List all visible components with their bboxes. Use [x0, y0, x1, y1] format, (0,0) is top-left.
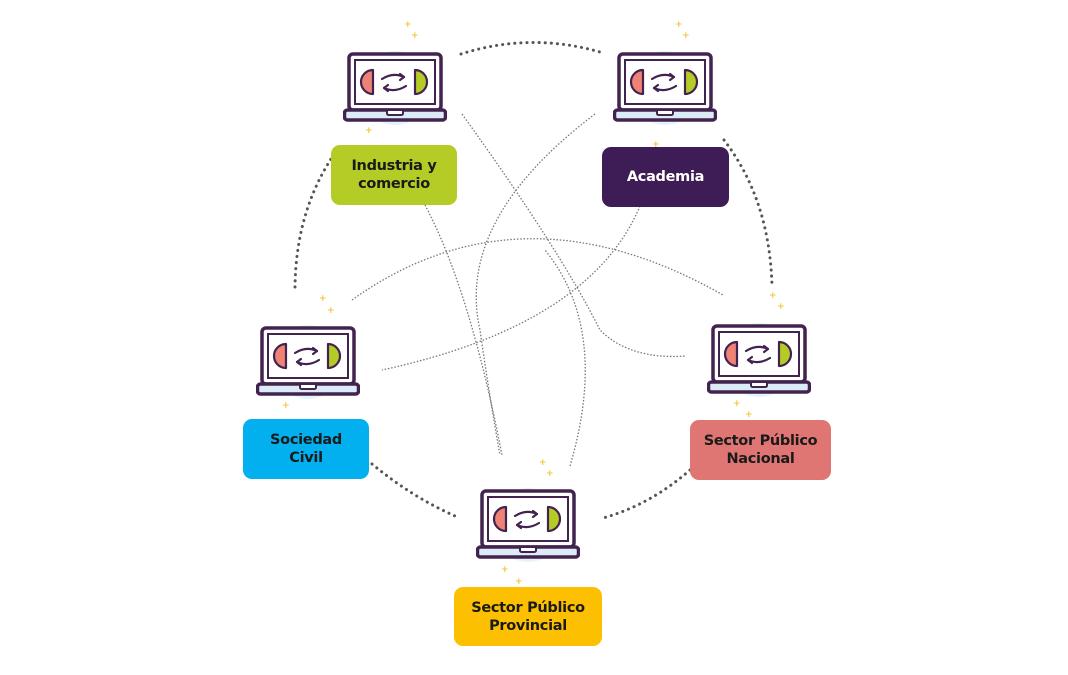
- laptop-exchange-icon: [255, 322, 361, 400]
- sparkle-icon: +: [769, 291, 777, 301]
- sparkle-icon: +: [539, 458, 547, 468]
- link-industria-provincial: [424, 204, 503, 456]
- laptop-exchange-icon: [342, 48, 448, 126]
- sparkle-icon: +: [546, 469, 554, 479]
- ring-arc-academia-nacional: [722, 138, 774, 289]
- label-sector-publico-provincial[interactable]: Sector Público Provincial: [454, 587, 602, 646]
- label-academia[interactable]: Academia: [602, 147, 729, 207]
- ring-arc-industria-academia: [459, 41, 602, 56]
- sparkle-icon: +: [327, 306, 335, 316]
- sparkle-icon: +: [411, 31, 419, 41]
- link-civil-nacional: [351, 238, 724, 301]
- sparkle-icon: +: [282, 401, 290, 411]
- sparkle-icon: +: [777, 302, 785, 312]
- ring-arc-provincial-civil: [370, 462, 457, 518]
- sparkle-icon: +: [675, 20, 683, 30]
- sparkle-icon: +: [319, 294, 327, 304]
- ring-arc-nacional-provincial: [601, 468, 692, 520]
- link-academia-provincial: [475, 113, 596, 456]
- sparkle-icon: +: [745, 410, 753, 420]
- sparkle-icon: +: [404, 20, 412, 30]
- sparkle-icon: +: [733, 399, 741, 409]
- sparkle-icon: +: [652, 140, 660, 150]
- sparkle-icon: +: [501, 565, 509, 575]
- label-sociedad-civil[interactable]: Sociedad Civil: [243, 419, 369, 479]
- sparkle-icon: +: [682, 31, 690, 41]
- link-industria-nacional: [461, 113, 687, 358]
- link-provincial-academia-2: [544, 249, 586, 467]
- link-academia-civil: [381, 205, 641, 371]
- ring-arc-civil-industria: [293, 144, 342, 289]
- label-industria-y-comercio[interactable]: Industria y comercio: [331, 145, 457, 205]
- laptop-exchange-icon: [475, 485, 581, 563]
- label-sector-publico-nacional[interactable]: Sector Público Nacional: [690, 420, 831, 480]
- sparkle-icon: +: [365, 126, 373, 136]
- laptop-exchange-icon: [706, 320, 812, 398]
- sparkle-icon: +: [515, 577, 523, 587]
- laptop-exchange-icon: [612, 48, 718, 126]
